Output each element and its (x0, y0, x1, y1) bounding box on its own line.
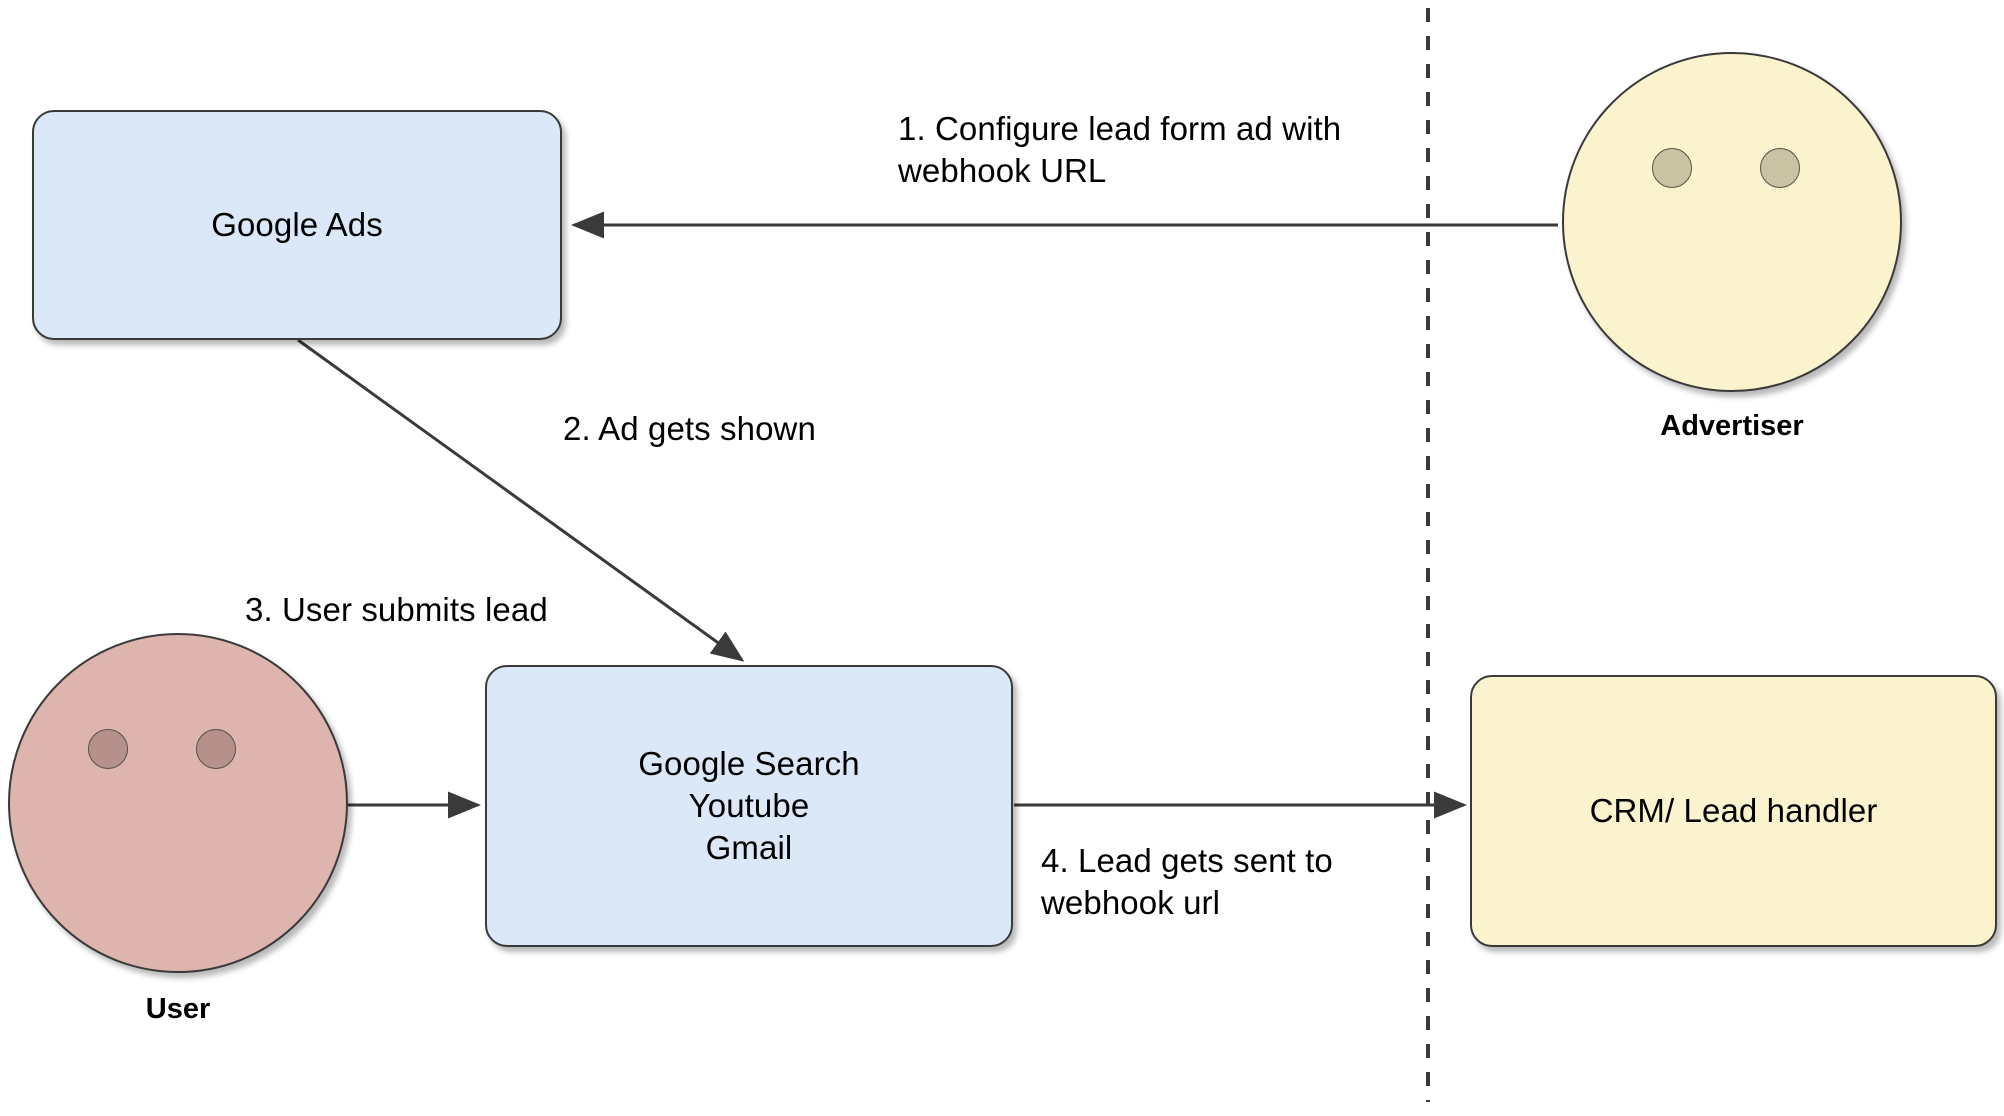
edge-label-step-2: 2. Ad gets shown (563, 410, 816, 447)
advertiser-face-icon[interactable] (1562, 52, 1902, 392)
edge-label-step-4: 4. Lead gets sent to webhook url (1041, 842, 1333, 922)
node-crm-label: CRM/ Lead handler (1589, 791, 1878, 829)
user-face-icon[interactable] (8, 633, 348, 973)
node-crm[interactable]: CRM/ Lead handler (1470, 675, 1997, 947)
node-google-ads-label: Google Ads (211, 205, 383, 243)
node-google-properties[interactable]: Google Search Youtube Gmail (485, 665, 1013, 947)
advertiser-left-eye-icon (1652, 148, 1692, 188)
user-left-eye-icon (88, 729, 128, 769)
advertiser-right-eye-icon (1760, 148, 1800, 188)
user-right-eye-icon (196, 729, 236, 769)
edge-label-step-3: 3. User submits lead (245, 591, 548, 628)
edge-label-step-1: 1. Configure lead form ad with webhook U… (898, 110, 1342, 190)
user-caption: User (145, 993, 211, 1025)
advertiser-caption: Advertiser (1660, 410, 1804, 442)
node-google-ads[interactable]: Google Ads (32, 110, 562, 340)
node-google-properties-label: Google Search Youtube Gmail (638, 744, 860, 867)
